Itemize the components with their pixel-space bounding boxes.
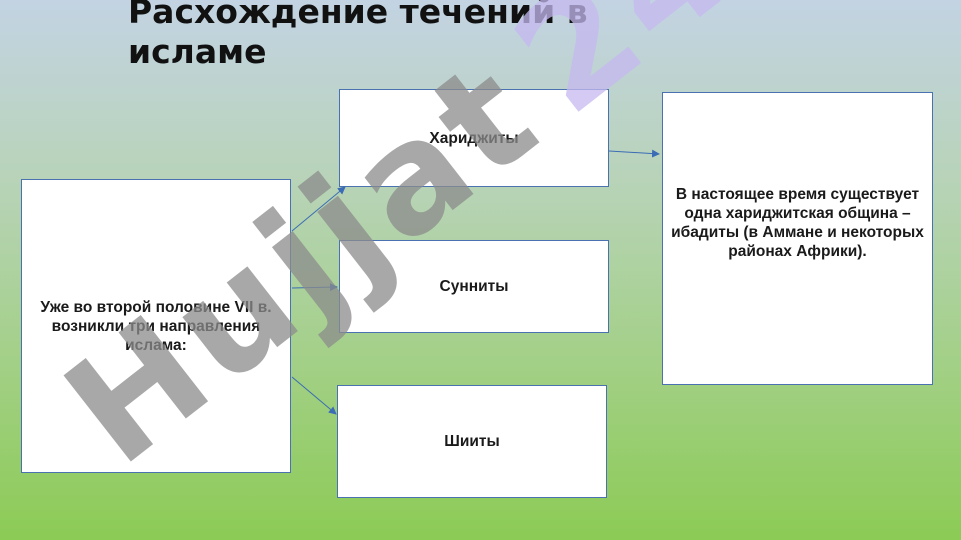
- sunnis-label: Сунниты: [439, 278, 509, 295]
- arrow-to-kharijites: [291, 186, 346, 232]
- sunnis-box: Сунниты: [339, 240, 609, 333]
- note-text: В настоящее время существует одна харидж…: [671, 186, 924, 260]
- shiites-box: Шииты: [337, 385, 607, 498]
- arrow-to-sunnis: [291, 283, 338, 292]
- source-text: Уже во второй половине VII в. возникли т…: [40, 298, 272, 354]
- shiites-label: Шииты: [444, 433, 500, 450]
- slide-title: Расхождение течений в исламе: [128, 0, 588, 71]
- note-box: В настоящее время существует одна харидж…: [662, 92, 933, 385]
- kharijites-label: Хариджиты: [429, 129, 519, 147]
- arrow-to-note: [608, 149, 660, 158]
- kharijites-box: Хариджиты: [339, 89, 609, 187]
- source-box: Уже во второй половине VII в. возникли т…: [21, 179, 291, 473]
- arrow-to-shiites: [291, 376, 337, 415]
